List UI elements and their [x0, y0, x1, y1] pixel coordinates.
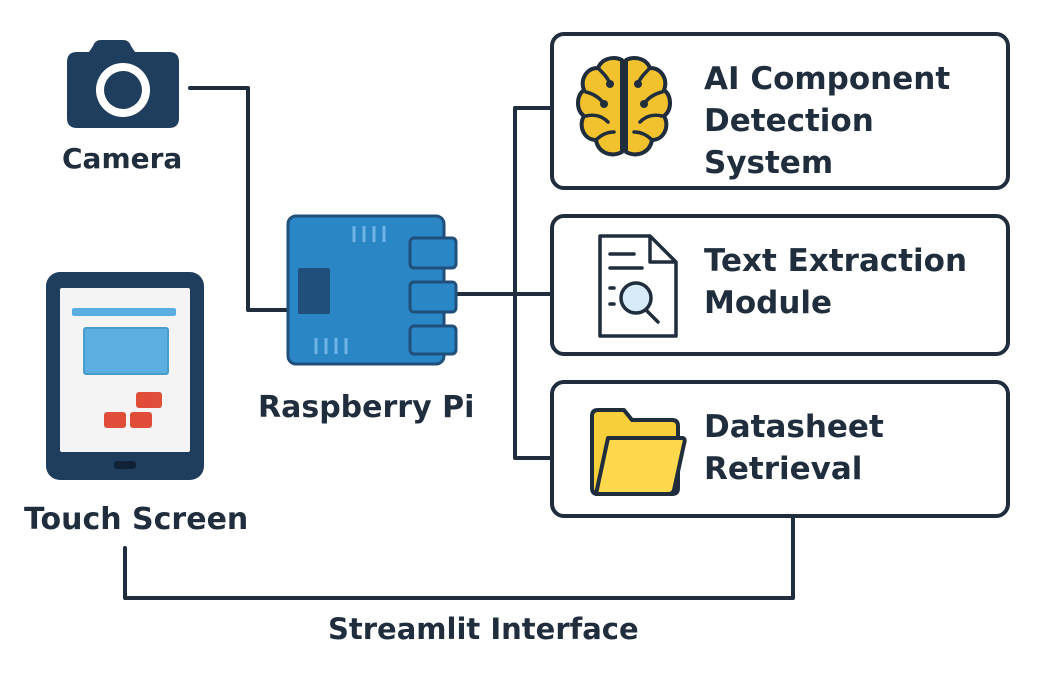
camera-to-pi-line	[188, 86, 292, 312]
modules-bus-line	[513, 106, 552, 460]
brain-icon	[576, 56, 672, 157]
text-extraction-module: Text Extraction Module	[550, 214, 1010, 356]
datasheet-retrieval-module: Datasheet Retrieval	[550, 380, 1010, 518]
tablet-icon	[46, 272, 204, 480]
raspberry-pi-label: Raspberry Pi	[258, 390, 475, 425]
camera-icon	[67, 40, 179, 128]
streamlit-interface-label: Streamlit Interface	[328, 612, 639, 646]
datasheet-retrieval-title: Datasheet Retrieval	[704, 409, 884, 487]
interface-loop-line	[123, 516, 795, 600]
ai-detection-module: AI Component Detection System	[550, 32, 1010, 190]
text-extraction-title: Text Extraction Module	[704, 243, 968, 321]
camera-label: Camera	[62, 142, 183, 175]
document-search-icon	[598, 234, 678, 338]
folder-icon	[590, 408, 687, 496]
touch-screen-label: Touch Screen	[24, 502, 249, 537]
circuit-board-icon	[286, 214, 458, 366]
ai-detection-title: AI Component Detection System	[704, 61, 951, 181]
